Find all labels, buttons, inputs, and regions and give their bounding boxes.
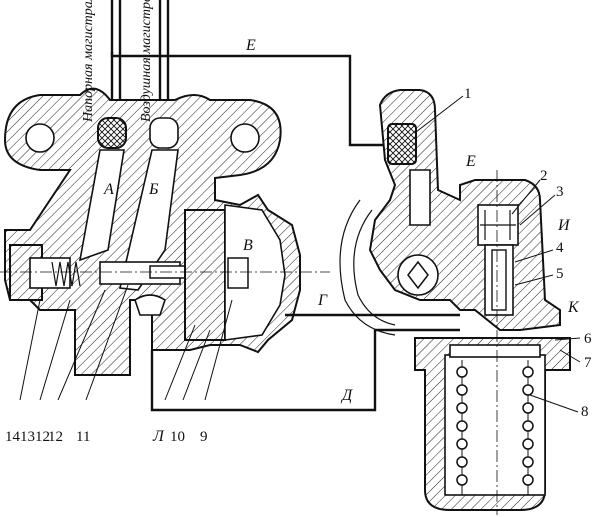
channel-e-right bbox=[409, 169, 431, 226]
pressure-line-label: Напорная магистраль bbox=[81, 0, 96, 123]
callout-l: Л bbox=[152, 428, 165, 445]
line-e-top-label: Е bbox=[245, 37, 256, 54]
spring-seat bbox=[449, 344, 541, 358]
callout-14-13-group: 141312 bbox=[5, 429, 50, 445]
supply-pipes bbox=[110, 0, 388, 147]
chamber-k-label: К bbox=[567, 299, 580, 316]
callout-8: 8 bbox=[581, 404, 589, 420]
spring-13 bbox=[51, 261, 81, 287]
line-e-pipe bbox=[110, 52, 388, 147]
callout-2: 2 bbox=[540, 168, 548, 184]
plunger bbox=[491, 249, 507, 311]
left-valve-body bbox=[3, 87, 301, 376]
callout-9: 9 bbox=[200, 429, 208, 445]
leader-lines bbox=[19, 95, 581, 413]
mount-hole-right bbox=[230, 123, 260, 153]
mount-hole-left bbox=[25, 123, 55, 153]
callout-4: 4 bbox=[556, 240, 564, 256]
channel-b-label: Б bbox=[148, 181, 159, 198]
callout-12: 12 bbox=[48, 429, 63, 445]
spring-housing bbox=[414, 337, 571, 511]
chamber-i-label: И bbox=[557, 217, 571, 234]
passage-l bbox=[134, 294, 166, 316]
line-e-right-label: Е bbox=[465, 153, 476, 170]
diaphragm-disk bbox=[227, 257, 249, 289]
bracket-arc-inner bbox=[353, 209, 396, 326]
valve-insert-detail bbox=[480, 210, 516, 240]
air-line-label: Воздушная магистраль bbox=[139, 0, 154, 122]
line-d-pipe bbox=[150, 328, 460, 412]
callout-5: 5 bbox=[556, 266, 564, 282]
callout-10: 10 bbox=[170, 429, 185, 445]
right-valve-body bbox=[339, 89, 561, 336]
callout-3: 3 bbox=[556, 184, 564, 200]
chamber-v bbox=[224, 204, 286, 341]
diaphragm-flange bbox=[184, 209, 226, 341]
channel-a bbox=[78, 149, 125, 262]
pressure-port-plug bbox=[97, 117, 127, 149]
callout-1: 1 bbox=[464, 86, 472, 102]
chamber-v-label: В bbox=[243, 237, 253, 254]
channel-a-label: А bbox=[103, 181, 114, 198]
spring-8 bbox=[456, 360, 534, 495]
line-d-label: Д bbox=[340, 387, 353, 404]
air-port bbox=[149, 117, 179, 149]
filter-1 bbox=[387, 123, 417, 165]
callout-6: 6 bbox=[584, 331, 592, 347]
left-end-cap bbox=[9, 244, 43, 301]
line-g-label: Г bbox=[317, 292, 328, 309]
nut-hex bbox=[407, 260, 429, 290]
callout-11: 11 bbox=[76, 429, 90, 445]
bracket-arc-outer bbox=[339, 199, 396, 336]
callout-7: 7 bbox=[584, 355, 592, 371]
